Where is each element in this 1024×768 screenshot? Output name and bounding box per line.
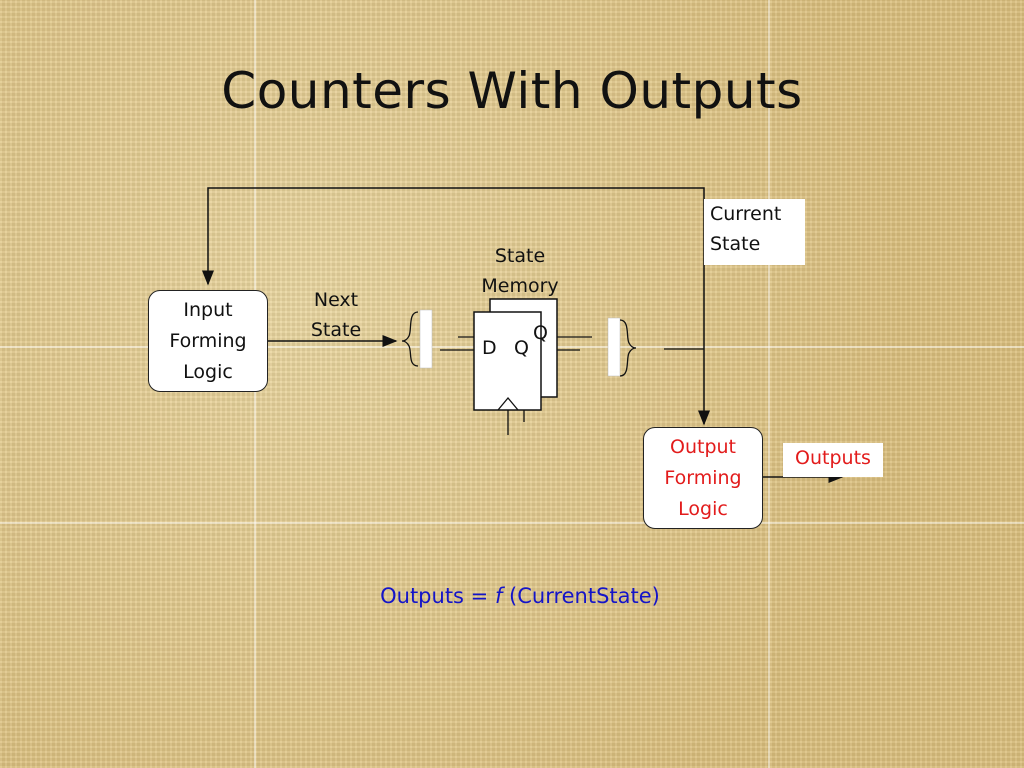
state-memory-label: State Memory <box>481 245 559 297</box>
background-tile-line <box>768 0 770 768</box>
slide-title: Counters With Outputs <box>221 62 803 120</box>
left-brace <box>401 311 419 367</box>
flipflop-d-label: D <box>482 337 497 359</box>
output-forming-logic-box: Output Forming Logic <box>643 427 763 529</box>
flipflop-front <box>473 311 542 411</box>
input-forming-logic-box: Input Forming Logic <box>148 290 268 392</box>
outputs-formula: Outputs = f (CurrentState) <box>380 584 660 608</box>
right-brace <box>619 319 637 377</box>
current-state-label: Current State <box>704 199 805 265</box>
next-state-label: Next State <box>310 289 362 341</box>
feedback-wire <box>202 187 705 347</box>
background-tile-line <box>0 522 1024 524</box>
clock-triangle <box>497 396 519 411</box>
flipflop-back-q-label: Q <box>533 322 548 344</box>
flipflop-q-label: Q <box>514 337 529 359</box>
outputs-label: Outputs <box>783 443 883 477</box>
